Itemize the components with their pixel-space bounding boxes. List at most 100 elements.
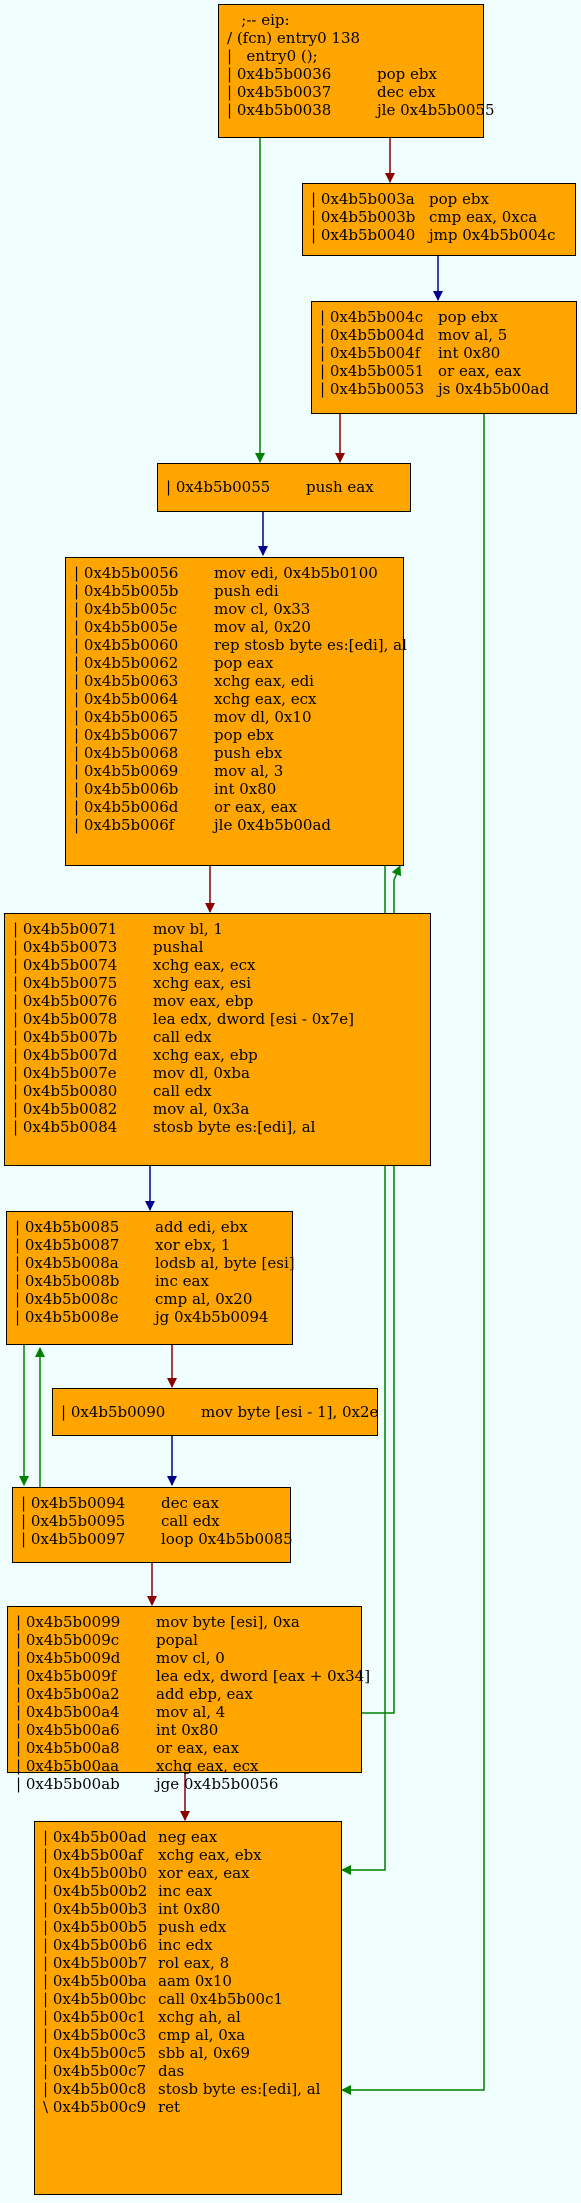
instruction-mnemonic: pop ebx: [377, 65, 437, 83]
instruction-address: | 0x4b5b005c: [74, 600, 178, 618]
instruction-mnemonic: mov al, 5: [438, 326, 508, 344]
instruction-mnemonic: pop ebx: [214, 726, 274, 744]
instruction-address: | 0x4b5b0094: [21, 1494, 126, 1512]
instruction-mnemonic: int 0x80: [438, 344, 501, 362]
instruction-address: | 0x4b5b0055: [166, 478, 271, 496]
instruction-mnemonic: mov al, 0x3a: [153, 1100, 250, 1118]
instruction-address: \ 0x4b5b00c9: [43, 2098, 147, 2116]
instruction-mnemonic: popal: [156, 1631, 198, 1649]
instruction-line: | 0x4b5b0084 stosb byte es:[edi], al: [13, 1118, 424, 1136]
instruction-address: | 0x4b5b00af: [43, 1846, 143, 1864]
instruction-mnemonic: push ebx: [214, 744, 283, 762]
instruction-address: | 0x4b5b00c1: [43, 2008, 147, 2026]
instruction-mnemonic: stosb byte es:[edi], al: [153, 1118, 316, 1136]
instruction-mnemonic: pop eax: [214, 654, 274, 672]
instruction-mnemonic: xchg eax, ecx: [153, 956, 256, 974]
instruction-mnemonic: inc edx: [158, 1936, 213, 1954]
instruction-line: | entry0 ();: [227, 47, 477, 65]
instruction-line: | 0x4b5b009d mov cl, 0: [16, 1649, 355, 1667]
instruction-line: | 0x4b5b0073 pushal: [13, 938, 424, 956]
instruction-address: | 0x4b5b0068: [74, 744, 179, 762]
instruction-mnemonic: add edi, ebx: [155, 1218, 248, 1236]
instruction-mnemonic: mov bl, 1: [153, 920, 223, 938]
instruction-address: | 0x4b5b00c5: [43, 2044, 147, 2062]
instruction-mnemonic: jg 0x4b5b0094: [155, 1308, 269, 1326]
instruction-address: / (fcn) entry0 138: [227, 29, 361, 47]
instruction-mnemonic: add ebp, eax: [156, 1685, 253, 1703]
instruction-line: / (fcn) entry0 138: [227, 29, 477, 47]
instruction-address: | 0x4b5b005e: [74, 618, 178, 636]
instruction-mnemonic: call 0x4b5b00c1: [158, 1990, 284, 2008]
instruction-line: | 0x4b5b0068 push ebx: [74, 744, 397, 762]
instruction-address: | 0x4b5b0084: [13, 1118, 118, 1136]
instruction-address: | 0x4b5b0056: [74, 564, 179, 582]
instruction-address: | 0x4b5b0037: [227, 83, 332, 101]
instruction-address: | 0x4b5b0069: [74, 762, 179, 780]
instruction-address: | 0x4b5b00c8: [43, 2080, 147, 2098]
instruction-mnemonic: push edi: [214, 582, 279, 600]
instruction-address: | 0x4b5b009c: [16, 1631, 120, 1649]
instruction-mnemonic: xchg eax, edi: [214, 672, 314, 690]
instruction-mnemonic: lodsb al, byte [esi]: [155, 1254, 295, 1272]
instruction-mnemonic: dec eax: [161, 1494, 219, 1512]
instruction-address: | 0x4b5b0065: [74, 708, 179, 726]
instruction-address: | 0x4b5b0074: [13, 956, 118, 974]
instruction-line: | 0x4b5b0074 xchg eax, ecx: [13, 956, 424, 974]
instruction-address: | 0x4b5b009d: [16, 1649, 121, 1667]
instruction-address: | 0x4b5b0076: [13, 992, 118, 1010]
instruction-mnemonic: pushal: [153, 938, 204, 956]
instruction-mnemonic: int 0x80: [156, 1721, 219, 1739]
instruction-address: | 0x4b5b00c7: [43, 2062, 147, 2080]
instruction-mnemonic: xchg eax, ecx: [156, 1757, 259, 1775]
basic-block-0x4b5b0036[interactable]: ;-- eip:/ (fcn) entry0 138| entry0 (); | …: [218, 4, 495, 138]
instruction-address: | 0x4b5b0040: [311, 226, 416, 244]
instruction-address: | 0x4b5b006f: [74, 816, 175, 834]
instruction-mnemonic: rep stosb byte es:[edi], al: [214, 636, 407, 654]
instruction-mnemonic: loop 0x4b5b0085: [161, 1530, 293, 1548]
instruction-address: ;-- eip:: [227, 11, 290, 29]
instruction-address: | 0x4b5b00a4: [16, 1703, 120, 1721]
instruction-address: | 0x4b5b0073: [13, 938, 118, 956]
instruction-address: | 0x4b5b004c: [320, 308, 424, 326]
edge-n10-n5: [362, 865, 402, 1714]
instruction-address: | 0x4b5b00ab: [16, 1775, 120, 1793]
instruction-line: | 0x4b5b0094 dec eax: [21, 1494, 284, 1512]
instruction-address: | 0x4b5b00ad: [43, 1828, 147, 1846]
instruction-address: | 0x4b5b0053: [320, 380, 425, 398]
instruction-mnemonic: mov cl, 0: [156, 1649, 225, 1667]
instruction-mnemonic: or eax, eax: [156, 1739, 240, 1757]
instruction-mnemonic: xor ebx, 1: [155, 1236, 231, 1254]
